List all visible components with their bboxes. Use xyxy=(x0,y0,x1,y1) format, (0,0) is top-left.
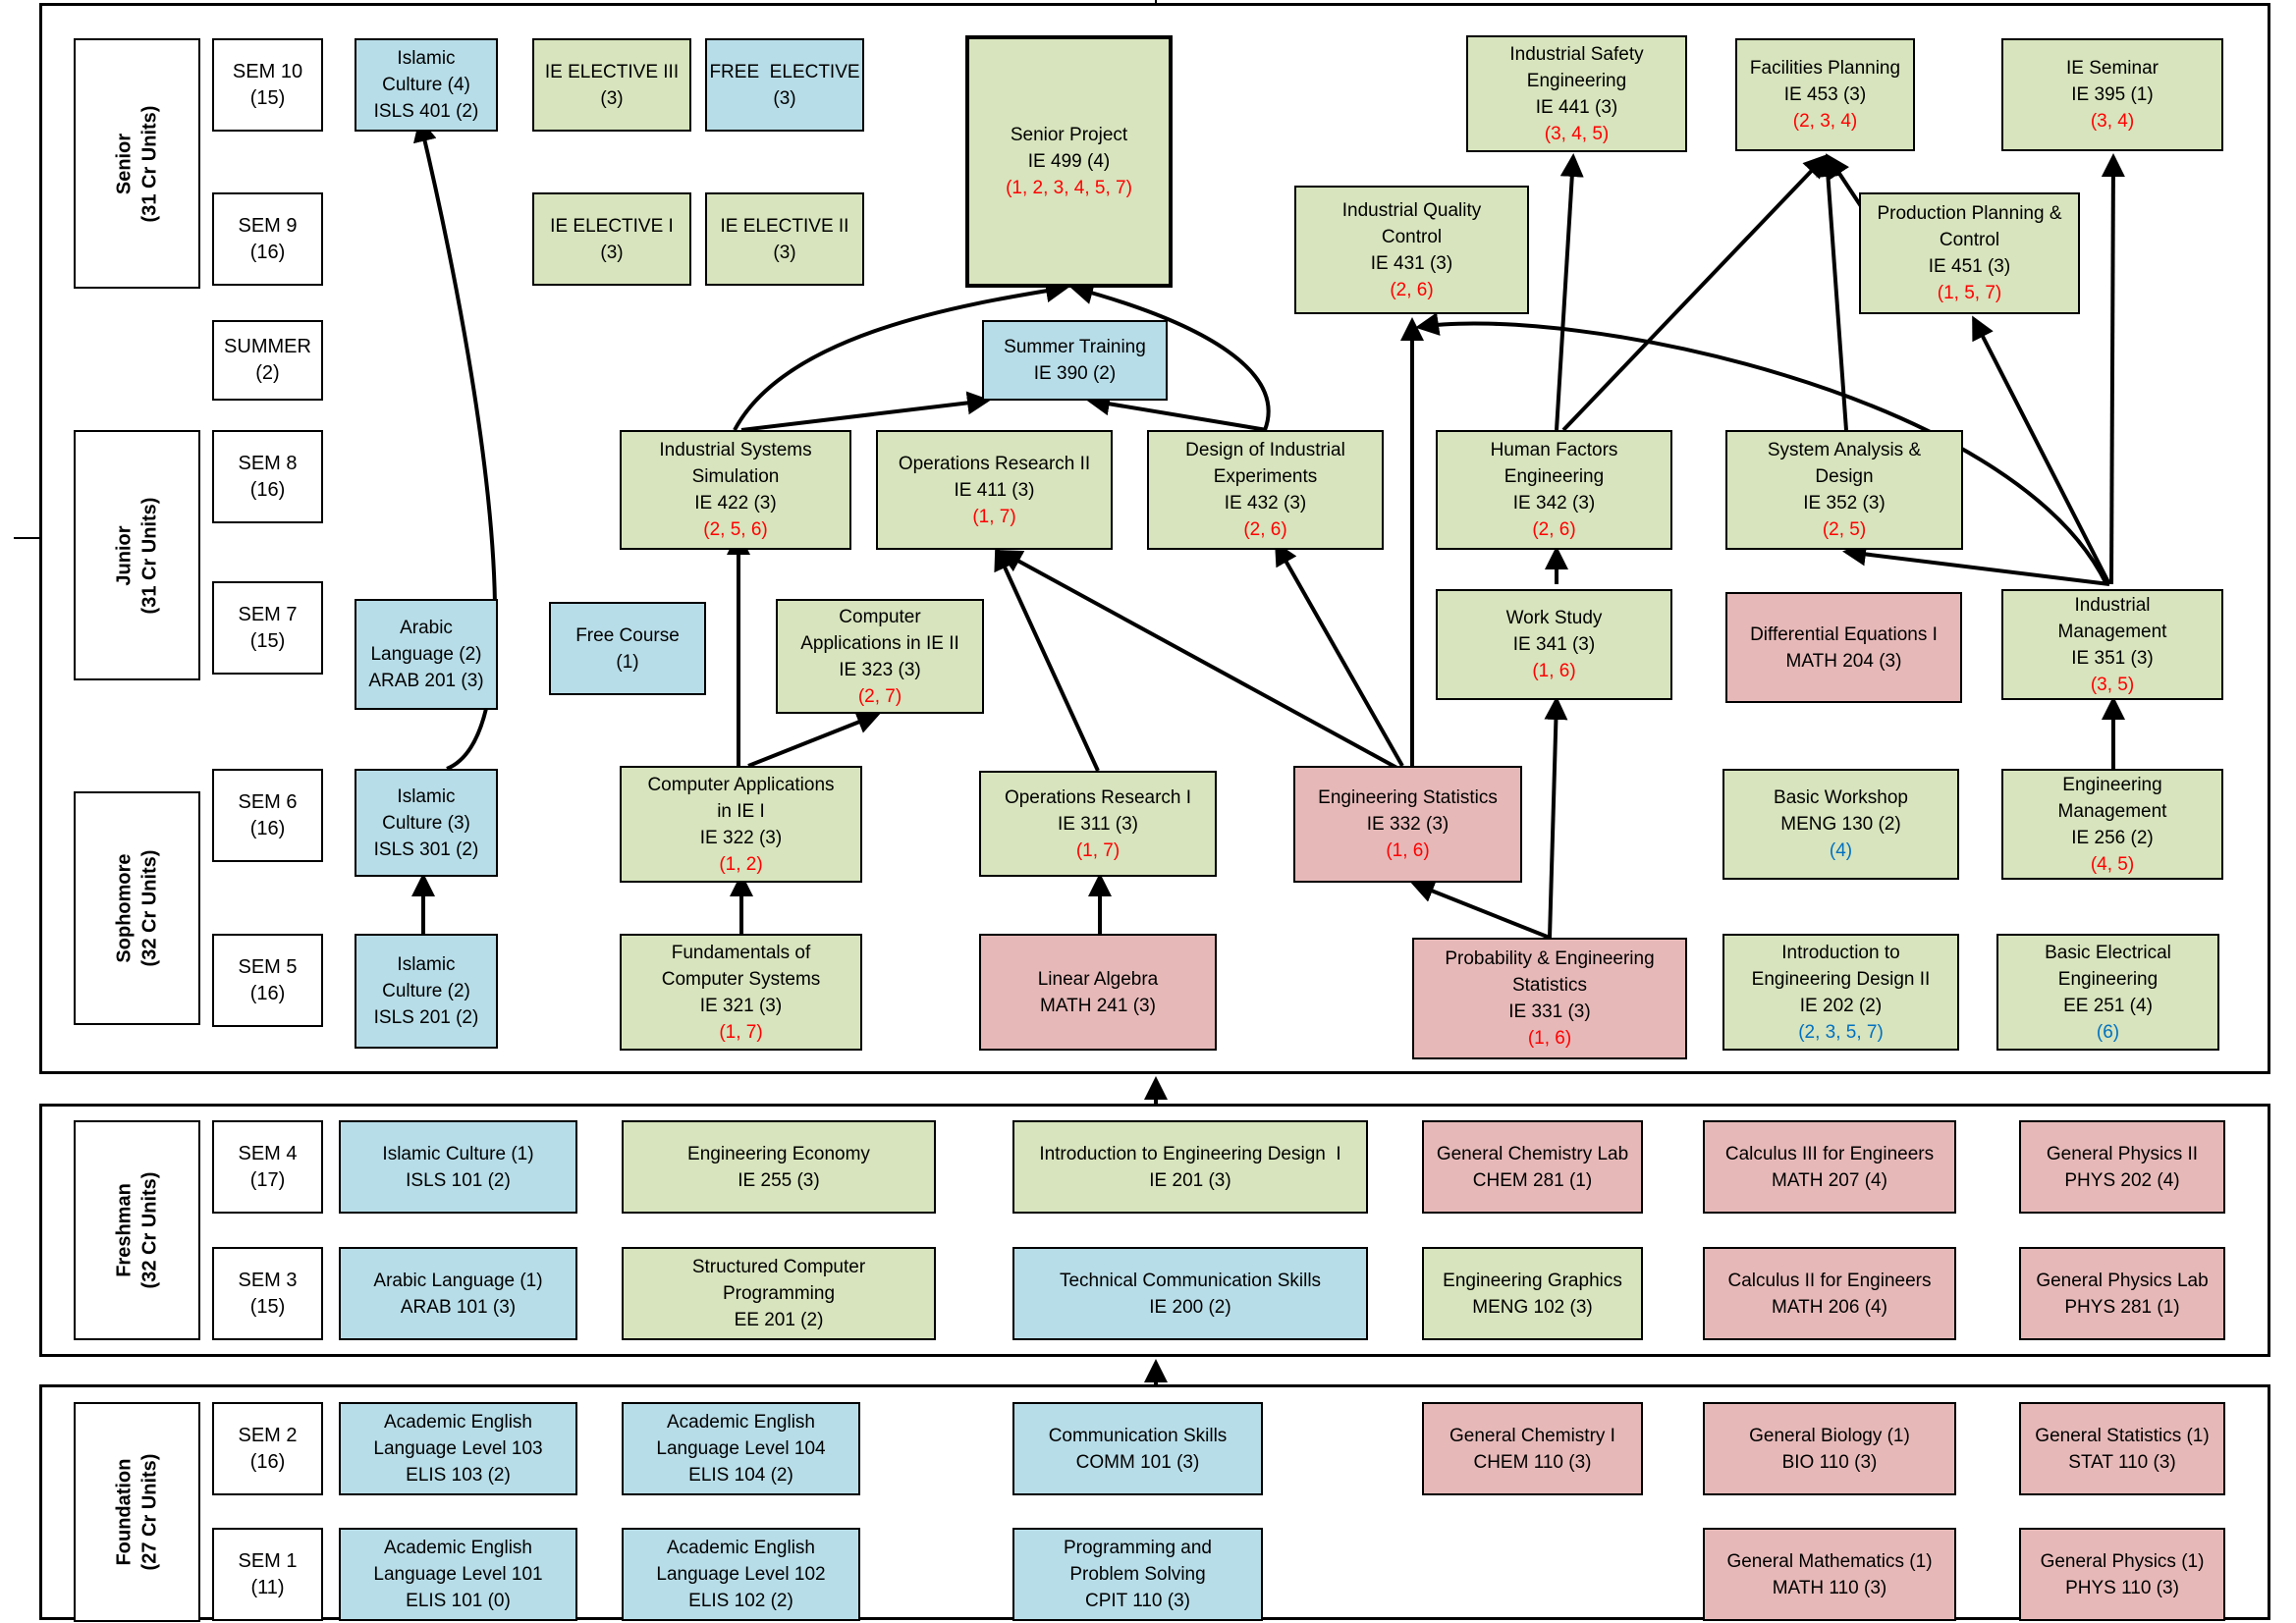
course-ie-elective-2[interactable]: IE ELECTIVE II (3) xyxy=(705,192,864,286)
semester-4: SEM 4 (17) xyxy=(212,1120,323,1214)
course-ie499[interactable]: Senior Project IE 499 (4)(1, 2, 3, 4, 5,… xyxy=(965,35,1173,288)
course-ie422[interactable]: Industrial Systems Simulation IE 422 (3)… xyxy=(620,430,851,550)
course-ie-elective-1[interactable]: IE ELECTIVE I (3) xyxy=(532,192,691,286)
course-ie332[interactable]: Engineering Statistics IE 332 (3)(1, 6) xyxy=(1293,766,1522,883)
semester-6: SEM 6 (16) xyxy=(212,769,323,862)
semester-summer: SUMMER (2) xyxy=(212,320,323,401)
course-arab101[interactable]: Arabic Language (1) ARAB 101 (3) xyxy=(339,1247,577,1340)
course-ie255[interactable]: Engineering Economy IE 255 (3) xyxy=(622,1120,936,1214)
course-ie321[interactable]: Fundamentals of Computer Systems IE 321 … xyxy=(620,934,862,1051)
course-phys281[interactable]: General Physics Lab PHYS 281 (1) xyxy=(2019,1247,2225,1340)
course-ee201[interactable]: Structured Computer Programming EE 201 (… xyxy=(622,1247,936,1340)
course-isls301[interactable]: Islamic Culture (3) ISLS 301 (2) xyxy=(355,769,498,877)
course-elis102[interactable]: Academic English Language Level 102 ELIS… xyxy=(622,1528,860,1621)
course-elis104[interactable]: Academic English Language Level 104 ELIS… xyxy=(622,1402,860,1495)
course-isls201[interactable]: Islamic Culture (2) ISLS 201 (2) xyxy=(355,934,498,1049)
course-math204[interactable]: Differential Equations I MATH 204 (3) xyxy=(1725,592,1962,703)
course-ie451[interactable]: Production Planning & Control IE 451 (3)… xyxy=(1859,192,2080,314)
year-foundation: Foundation (27 Cr Units) xyxy=(74,1402,200,1622)
course-ie352[interactable]: System Analysis & Design IE 352 (3)(2, 5… xyxy=(1725,430,1963,550)
semester-1: SEM 1 (11) xyxy=(212,1528,323,1621)
semester-10: SEM 10 (15) xyxy=(212,38,323,132)
course-isls401[interactable]: Islamic Culture (4) ISLS 401 (2) xyxy=(355,38,498,132)
course-ie-elective-3[interactable]: IE ELECTIVE III (3) xyxy=(532,38,691,132)
semester-3: SEM 3 (15) xyxy=(212,1247,323,1340)
course-elis103[interactable]: Academic English Language Level 103 ELIS… xyxy=(339,1402,577,1495)
semester-2: SEM 2 (16) xyxy=(212,1402,323,1495)
course-cpit110[interactable]: Programming and Problem Solving CPIT 110… xyxy=(1012,1528,1263,1621)
course-stat110[interactable]: General Statistics (1) STAT 110 (3) xyxy=(2019,1402,2225,1495)
year-freshman: Freshman (32 Cr Units) xyxy=(74,1120,200,1340)
course-ie323[interactable]: Computer Applications in IE II IE 323 (3… xyxy=(776,599,984,714)
course-phys202[interactable]: General Physics II PHYS 202 (4) xyxy=(2019,1120,2225,1214)
course-math110[interactable]: General Mathematics (1) MATH 110 (3) xyxy=(1703,1528,1956,1621)
course-bio110[interactable]: General Biology (1) BIO 110 (3) xyxy=(1703,1402,1956,1495)
course-meng130[interactable]: Basic Workshop MENG 130 (2)(4) xyxy=(1722,769,1959,880)
course-ie331[interactable]: Probability & Engineering Statistics IE … xyxy=(1412,938,1687,1059)
course-ie431[interactable]: Industrial Quality Control IE 431 (3)(2,… xyxy=(1294,186,1529,314)
course-arab201[interactable]: Arabic Language (2) ARAB 201 (3) xyxy=(355,599,498,710)
course-ie342[interactable]: Human Factors Engineering IE 342 (3)(2, … xyxy=(1436,430,1672,550)
course-ie256[interactable]: Engineering Management IE 256 (2)(4, 5) xyxy=(2001,769,2223,880)
course-ie341[interactable]: Work Study IE 341 (3)(1, 6) xyxy=(1436,589,1672,700)
course-ie200[interactable]: Technical Communication Skills IE 200 (2… xyxy=(1012,1247,1368,1340)
course-ie201[interactable]: Introduction to Engineering Design I IE … xyxy=(1012,1120,1368,1214)
freshman-frame xyxy=(39,1104,2270,1357)
course-ie432[interactable]: Design of Industrial Experiments IE 432 … xyxy=(1147,430,1384,550)
course-free-course[interactable]: Free Course (1) xyxy=(549,602,706,695)
course-ee251[interactable]: Basic Electrical Engineering EE 251 (4)(… xyxy=(1996,934,2219,1051)
semester-7: SEM 7 (15) xyxy=(212,581,323,675)
course-elis101[interactable]: Academic English Language Level 101 ELIS… xyxy=(339,1528,577,1621)
course-comm101[interactable]: Communication Skills COMM 101 (3) xyxy=(1012,1402,1263,1495)
course-ie390[interactable]: Summer Training IE 390 (2) xyxy=(982,320,1168,401)
course-ie453[interactable]: Facilities Planning IE 453 (3)(2, 3, 4) xyxy=(1735,38,1915,151)
course-chem281[interactable]: General Chemistry Lab CHEM 281 (1) xyxy=(1422,1120,1643,1214)
course-ie441[interactable]: Industrial Safety Engineering IE 441 (3)… xyxy=(1466,35,1687,152)
year-sophomore: Sophomore (32 Cr Units) xyxy=(74,791,200,1025)
course-meng102[interactable]: Engineering Graphics MENG 102 (3) xyxy=(1422,1247,1643,1340)
semester-9: SEM 9 (16) xyxy=(212,192,323,286)
course-ie322[interactable]: Computer Applications in IE I IE 322 (3)… xyxy=(620,766,862,883)
semester-8: SEM 8 (16) xyxy=(212,430,323,523)
semester-5: SEM 5 (16) xyxy=(212,934,323,1027)
course-ie311[interactable]: Operations Research I IE 311 (3)(1, 7) xyxy=(979,771,1217,877)
course-isls101[interactable]: Islamic Culture (1) ISLS 101 (2) xyxy=(339,1120,577,1214)
year-senior: Senior (31 Cr Units) xyxy=(74,38,200,289)
year-junior: Junior (31 Cr Units) xyxy=(74,430,200,680)
course-ie395[interactable]: IE Seminar IE 395 (1)(3, 4) xyxy=(2001,38,2223,151)
course-math241[interactable]: Linear Algebra MATH 241 (3) xyxy=(979,934,1217,1051)
course-free-elective[interactable]: FREE ELECTIVE (3) xyxy=(705,38,864,132)
course-math207[interactable]: Calculus III for Engineers MATH 207 (4) xyxy=(1703,1120,1956,1214)
course-chem110[interactable]: General Chemistry I CHEM 110 (3) xyxy=(1422,1402,1643,1495)
course-ie202[interactable]: Introduction to Engineering Design II IE… xyxy=(1722,934,1959,1051)
course-math206[interactable]: Calculus II for Engineers MATH 206 (4) xyxy=(1703,1247,1956,1340)
course-ie351[interactable]: Industrial Management IE 351 (3)(3, 5) xyxy=(2001,589,2223,700)
course-ie411[interactable]: Operations Research II IE 411 (3)(1, 7) xyxy=(876,430,1113,550)
course-phys110[interactable]: General Physics (1) PHYS 110 (3) xyxy=(2019,1528,2225,1621)
